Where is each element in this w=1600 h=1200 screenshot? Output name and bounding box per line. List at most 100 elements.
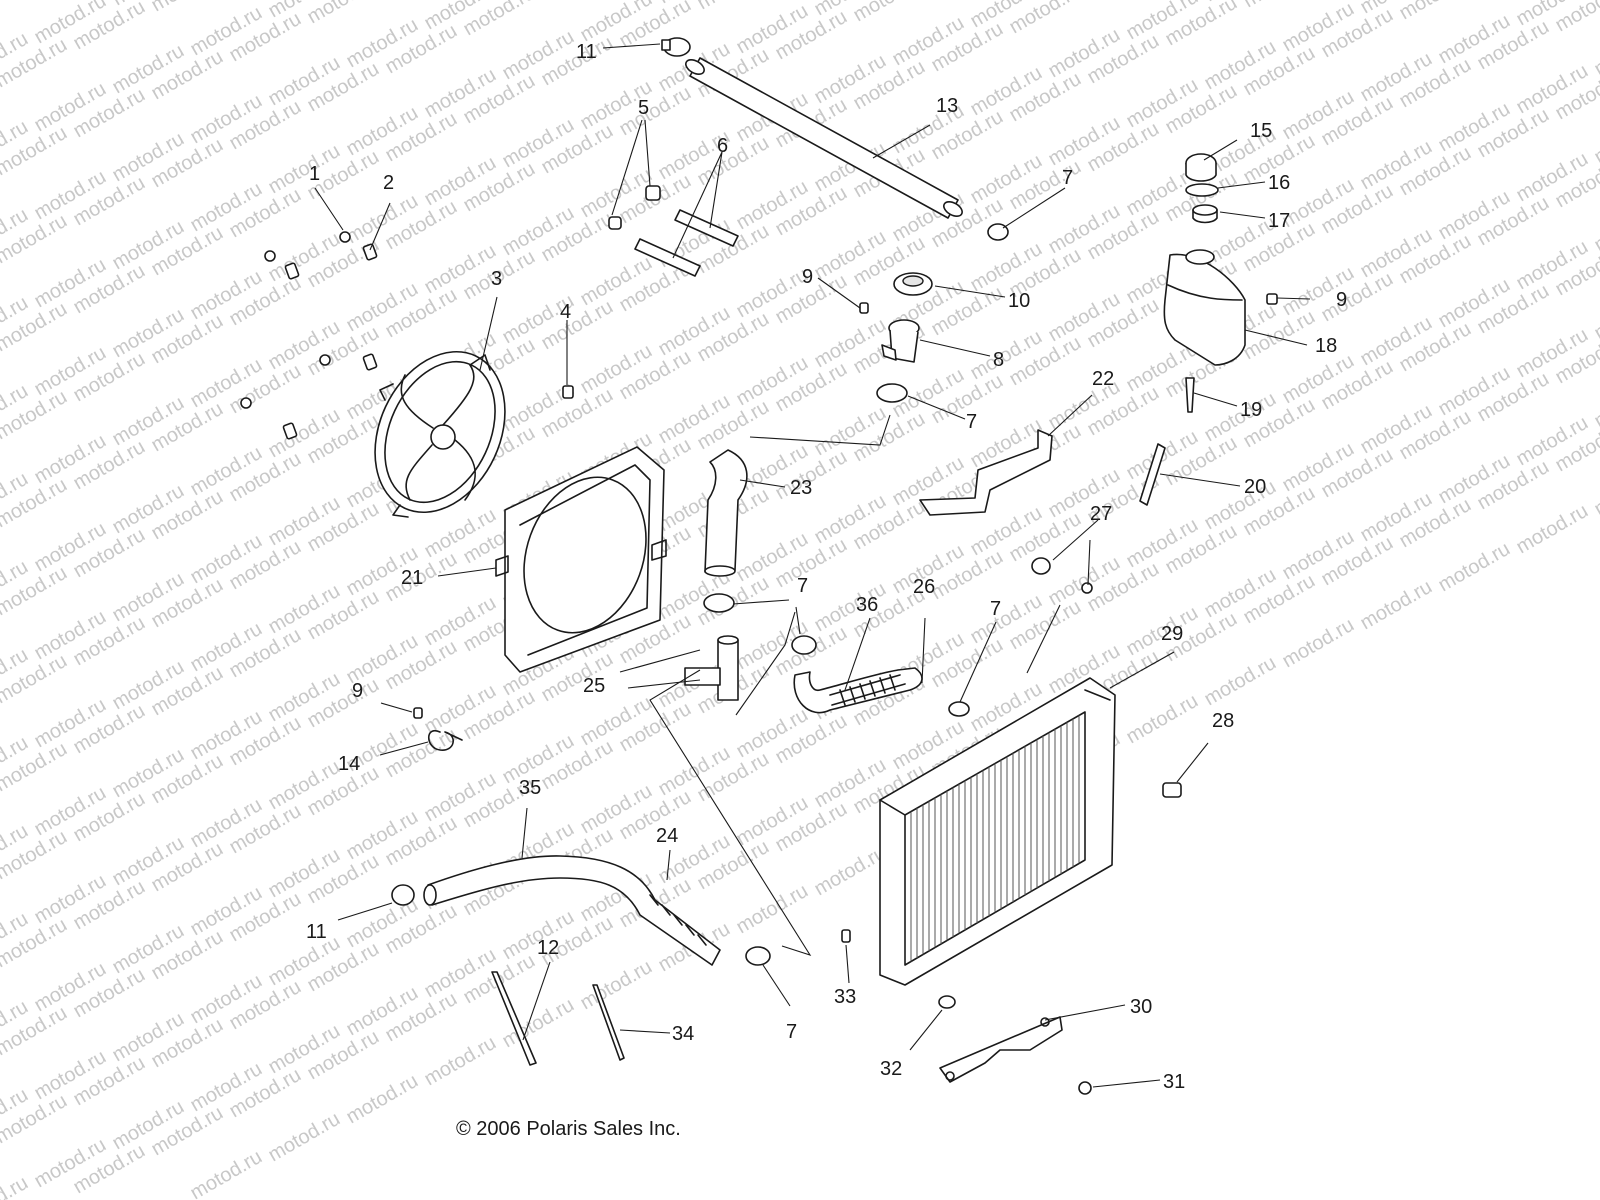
callout-7d: 7 (990, 598, 1001, 620)
watermark-text: motod.ru (1591, 198, 1600, 257)
part-21-shroud (495, 446, 667, 673)
watermark-text: motod.ru (1435, 538, 1514, 597)
callout-6: 6 (717, 135, 728, 157)
part-32-grommet (938, 995, 956, 1009)
callout-9a: 9 (802, 266, 813, 288)
watermark-text: motod.ru (577, 956, 656, 1015)
callout-1: 1 (309, 163, 320, 185)
watermark-text: motod.ru (1123, 690, 1202, 749)
watermark-text: motod.ru (1396, 0, 1475, 24)
callout-7e: 7 (786, 1021, 797, 1043)
callout-9c: 9 (352, 680, 363, 702)
watermark-text: motod.ru (850, 0, 929, 26)
part-35-24-lower-hose (423, 855, 721, 966)
callout-33: 33 (834, 986, 856, 1008)
callout-10: 10 (1008, 290, 1030, 312)
callout-7a: 7 (1062, 167, 1073, 189)
callout-14: 14 (338, 753, 360, 775)
part-30-bracket (939, 1016, 1063, 1083)
part-29-radiator-fins (910, 715, 1080, 962)
watermark-text: motod.ru (1240, 0, 1319, 12)
callout-26: 26 (913, 576, 935, 598)
part-31-bolt (1078, 1081, 1092, 1095)
watermark-text: motod.ru (148, 0, 227, 16)
callout-20: 20 (1244, 476, 1266, 498)
watermark-text: motod.ru (1591, 374, 1600, 433)
callout-30: 30 (1130, 996, 1152, 1018)
callout-8: 8 (993, 349, 1004, 371)
watermark-text: motod.ru (0, 0, 71, 4)
callout-13: 13 (936, 95, 958, 117)
watermark-text: motod.ru (694, 0, 773, 14)
callout-31: 31 (1163, 1071, 1185, 1093)
part-12-34-ties (491, 971, 625, 1066)
callout-9b: 9 (1336, 289, 1347, 311)
watermark-text: motod.ru (343, 1070, 422, 1129)
part-11-clamp-lower (391, 884, 415, 906)
part-19-fitting (1185, 377, 1195, 413)
part-20-hose (1139, 443, 1166, 506)
callout-4: 4 (560, 301, 571, 323)
callout-35: 35 (519, 777, 541, 799)
callout-7c: 7 (797, 575, 808, 597)
callout-18: 18 (1315, 335, 1337, 357)
part-22-bracket (919, 429, 1053, 516)
part-4-bolt (562, 385, 574, 399)
callout-15: 15 (1250, 120, 1272, 142)
watermark-text: motod.ru (733, 880, 812, 939)
callout-11b: 11 (306, 921, 327, 943)
callout-22: 22 (1092, 368, 1114, 390)
callout-7b: 7 (966, 411, 977, 433)
part-11-clamp-top (661, 37, 691, 57)
callout-23: 23 (790, 477, 812, 499)
watermark-text: motod.ru (1591, 22, 1600, 81)
callout-16: 16 (1268, 172, 1290, 194)
watermark-text: motod.ru (0, 1172, 32, 1200)
callout-5: 5 (638, 97, 649, 119)
callout-19: 19 (1240, 399, 1262, 421)
watermark-text: motod.ru (1513, 500, 1592, 559)
callout-21: 21 (401, 567, 423, 589)
callout-numbers: 1 2 3 4 5 6 7 7 7 7 7 8 9 9 9 10 11 11 1… (306, 41, 1347, 1093)
watermark-text: motod.ru (1591, 462, 1600, 521)
watermark-text: motod.ru (265, 1108, 344, 1167)
watermark-text: motod.ru (421, 1032, 500, 1091)
watermark-text: motod.ru (811, 842, 890, 901)
callout-36: 36 (856, 594, 878, 616)
callout-2: 2 (383, 172, 394, 194)
watermark-text: motod.ru (1591, 110, 1600, 169)
watermark-text: motod.ru (538, 0, 617, 2)
callout-27: 27 (1090, 503, 1112, 525)
callout-11a: 11 (576, 41, 597, 63)
callout-28: 28 (1212, 710, 1234, 732)
callout-25: 25 (583, 675, 605, 697)
part-13-tube (685, 57, 963, 219)
part-23-hose (704, 449, 748, 577)
leader-lines (314, 43, 1311, 1088)
part-1-2-hardware (240, 231, 378, 440)
part-33-bolt (841, 929, 851, 943)
watermark-text: motod.ru (1591, 286, 1600, 345)
callout-24: 24 (656, 825, 678, 847)
watermark-text: motod.ru (304, 0, 383, 28)
callout-3: 3 (491, 268, 502, 290)
callout-17: 17 (1268, 210, 1290, 232)
part-3-fan (374, 350, 506, 518)
parts-layer (240, 37, 1278, 1095)
callout-12: 12 (537, 937, 559, 959)
part-9-bolts (413, 293, 1278, 719)
part-7-clamps (703, 223, 1009, 966)
copyright-notice: © 2006 Polaris Sales Inc. (456, 1118, 681, 1140)
callout-32: 32 (880, 1058, 902, 1080)
part-27-grommet (1031, 557, 1093, 594)
part-26-36-hose (793, 667, 923, 714)
callout-34: 34 (672, 1023, 694, 1045)
watermark-text: motod.ru (1201, 652, 1280, 711)
part-14-spring-clip (427, 729, 463, 751)
part-10-cap (893, 272, 933, 296)
part-15-17-cap-seals (1185, 153, 1219, 224)
watermark-text: motod.ru (1357, 576, 1436, 635)
watermark-text: motod.ru (1279, 614, 1358, 673)
